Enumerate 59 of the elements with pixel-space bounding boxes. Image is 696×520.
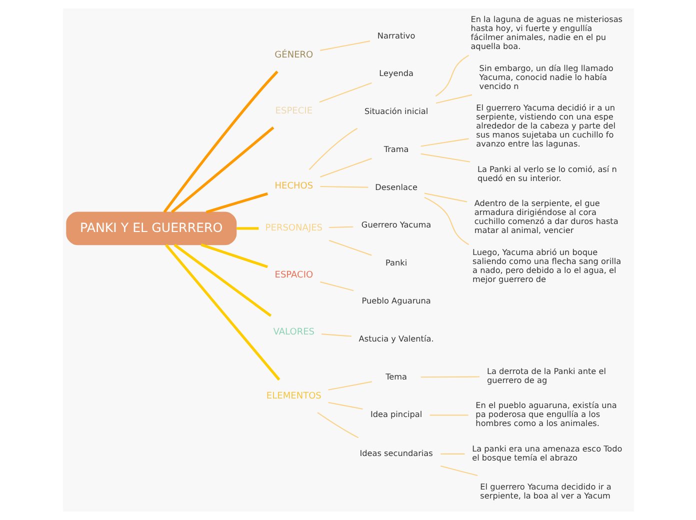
- connector: [434, 54, 469, 97]
- node-text: Guerrero Yacuma: [360, 220, 431, 230]
- node-text: Trama: [383, 144, 408, 154]
- connector: [236, 227, 258, 230]
- node-text: Luego, Yacuma abrió un boque saliendo como una flecha sang orilla a nado, pero debido a lo el agua, el mejor guerrero de: [472, 246, 621, 284]
- connector: [440, 465, 478, 476]
- node-text: Leyenda: [378, 68, 414, 78]
- connector: [164, 244, 280, 381]
- node-box: PANKI Y EL GUERRERO: [66, 212, 236, 246]
- node-text: Panki: [385, 258, 407, 268]
- connector: [440, 453, 464, 454]
- node-text: Idea pincipal: [370, 409, 422, 420]
- node-text: El guerrero Yacuma decidido ir a serpiente, la boa al ver a Yacum: [480, 481, 611, 500]
- connector: [200, 243, 268, 268]
- node-text: Desenlace: [374, 182, 417, 192]
- node-text: Ideas secundarias: [359, 448, 432, 458]
- connector: [320, 281, 354, 292]
- node-text: GÉNERO: [274, 50, 313, 60]
- connector: [424, 196, 469, 246]
- connector: [320, 40, 370, 51]
- connector: [320, 158, 372, 178]
- node-text: Adentro de la serpiente, el gue armadura dirigiéndose al cora cuchillo comenzó a dar duros hasta matar al animal, vencier: [474, 198, 618, 236]
- node-text: ESPACIO: [274, 270, 313, 281]
- node-text: ESPECIE: [274, 106, 312, 116]
- node-text: Tema: [385, 371, 407, 382]
- node-text: Sin embargo, un día lleg llamado Yacuma, conocid nadie lo había vencido n: [478, 62, 613, 91]
- node-text: En la laguna de aguas ne misteriosas hasta hoy, vi fuerte y engullía fácilmer animales, nadie en el pu aquella boa.: [470, 14, 622, 52]
- node-text: El guerrero Yacuma decidió ir a un serpiente, vistiendo con una espe alrededor de la cabeza y parte del sus manos sujetaba un cuchillo fo avanzo entre las lagunas.: [476, 102, 616, 149]
- node-text: La Panki al verlo se lo comió, así n quedó en su interior.: [476, 164, 616, 183]
- connector: [162, 70, 278, 213]
- connector: [318, 82, 372, 103]
- node-text: Narrativo: [376, 30, 415, 40]
- node-text: Pueblo Aguaruna: [361, 295, 430, 306]
- connector: [320, 186, 368, 188]
- connector: [435, 94, 472, 104]
- connector: [173, 244, 272, 317]
- connector: [420, 376, 480, 378]
- connector: [205, 192, 268, 214]
- node-text: VALORES: [272, 327, 314, 338]
- node-text: En el pueblo aguaruna, existía una pa poderosa que engullía a los hombres como a los animales.: [475, 400, 616, 428]
- node-text: La panki era una amenaza esco Todo el bosque temía el abrazo: [472, 443, 622, 462]
- connector: [170, 126, 274, 214]
- connector: [420, 153, 470, 162]
- node-text: PERSONAJES: [264, 224, 322, 234]
- connector: [328, 226, 353, 228]
- connector: [429, 414, 468, 416]
- connector: [320, 334, 351, 337]
- connector: [328, 381, 372, 390]
- connector: [424, 192, 467, 202]
- connector: [308, 128, 358, 170]
- connector: [328, 402, 362, 410]
- node-text: Astucia y Valentía.: [358, 333, 434, 344]
- connector: [316, 412, 358, 438]
- connector: [420, 138, 468, 147]
- connector: [328, 240, 372, 256]
- node-text: La derrota de la Panki ante el guerrero de ag: [486, 366, 606, 385]
- node-text: Situación inicial: [364, 106, 428, 116]
- node-text: HECHOS: [274, 181, 313, 192]
- node-text: ELEMENTOS: [266, 391, 321, 402]
